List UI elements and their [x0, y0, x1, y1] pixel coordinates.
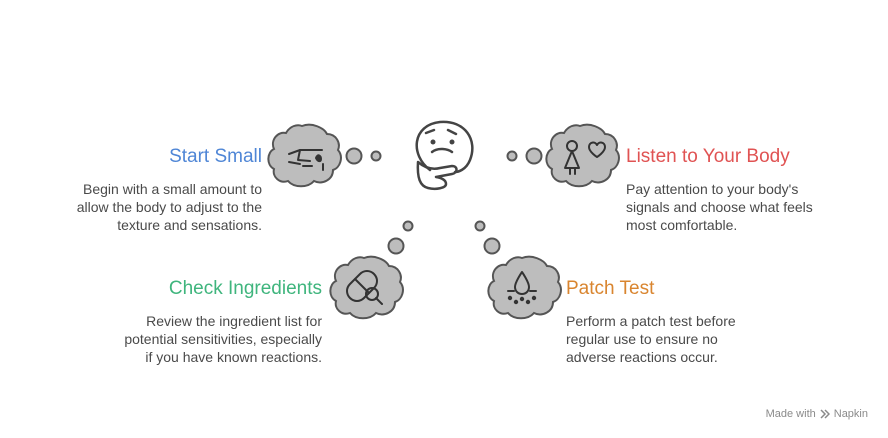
title-listen-body: Listen to Your Body	[626, 146, 790, 167]
napkin-logo-icon	[820, 409, 830, 419]
cloud-check-ingredients	[329, 255, 404, 320]
cloud-listen-body	[545, 123, 620, 188]
dot-patch-1	[474, 220, 486, 232]
dot-listen-2	[525, 147, 543, 165]
desc-check-ingredients: Review the ingredient list for potential…	[124, 313, 322, 365]
brand-label: Napkin	[833, 408, 868, 420]
dot-listen-1	[506, 150, 518, 162]
dot-check-2	[387, 237, 405, 255]
dot-start-2	[370, 150, 382, 162]
cloud-patch-test	[487, 255, 562, 320]
made-with-label: Made with	[765, 408, 816, 420]
title-patch-test: Patch Test	[566, 278, 655, 299]
title-check-ingredients: Check Ingredients	[168, 278, 322, 299]
thought-dots	[345, 147, 543, 255]
cloud-start-small	[267, 123, 342, 188]
desc-patch-test: Perform a patch test before regular use …	[566, 313, 736, 365]
skin-drop-icon	[507, 271, 537, 305]
title-start-small: Start Small	[169, 146, 262, 167]
dot-check-1	[402, 220, 414, 232]
dot-start-1	[345, 147, 363, 165]
pointing-hand-drops-icon	[288, 149, 324, 171]
pill-magnifier-icon	[346, 270, 383, 305]
dot-patch-2	[483, 237, 501, 255]
desc-start-small: Begin with a small amount to allow the b…	[76, 181, 262, 233]
made-with-napkin[interactable]: Made with Napkin	[766, 408, 868, 420]
person-heart-icon	[564, 140, 606, 175]
desc-listen-body: Pay attention to your body's signals and…	[626, 181, 813, 233]
thinking-face-icon	[415, 120, 474, 191]
